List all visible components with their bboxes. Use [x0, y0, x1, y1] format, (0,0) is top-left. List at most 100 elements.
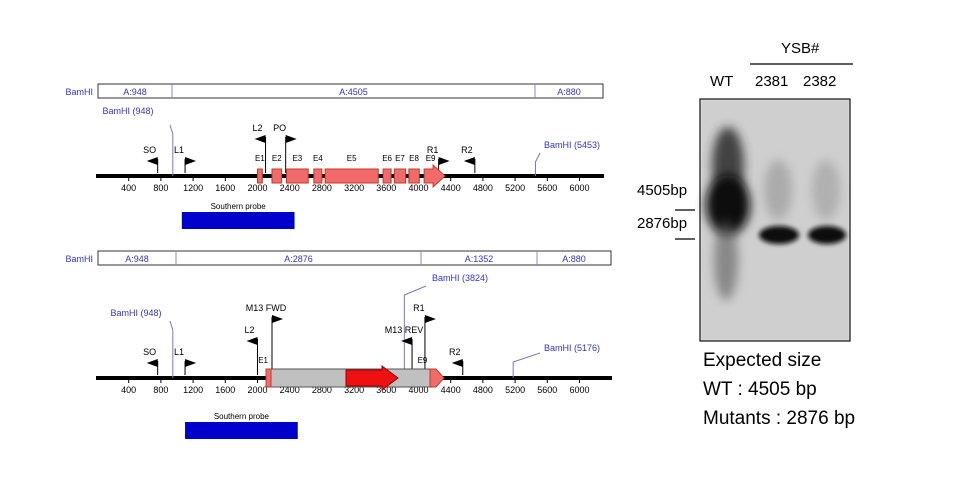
axis-tick-label: 3600 [376, 385, 396, 395]
exon-label: E8 [409, 154, 419, 163]
axis-tick-label: 4800 [473, 183, 493, 193]
axis-tick-label: 6000 [569, 385, 589, 395]
lane-2382-smear [812, 160, 840, 220]
fragment-label-bamhi: BamHI [65, 87, 93, 97]
axis-tick-label: 1600 [215, 183, 235, 193]
primer-arrow [146, 157, 158, 165]
exon-label: E9 [418, 356, 428, 365]
bamhi-site-leader [403, 285, 427, 378]
wt-lane-tail [714, 220, 738, 300]
fragment-bar [97, 250, 612, 266]
primer-label: SO [143, 145, 156, 155]
axis-tick-label: 1600 [215, 385, 235, 395]
exon-box [313, 168, 323, 184]
fragment-label: A:4505 [339, 87, 368, 97]
axis-tick-label: 400 [121, 183, 136, 193]
fragment-label: A:880 [557, 87, 581, 97]
axis-tick-label: 3200 [344, 385, 364, 395]
axis-tick-label: 2000 [247, 385, 267, 395]
probe-label: Southern probe [214, 412, 270, 421]
primer-label: M13 FWD [246, 303, 287, 313]
lane-label-2382: 2382 [803, 73, 837, 90]
primer-label: PO [273, 123, 286, 133]
bamhi-site-leader [512, 352, 541, 378]
lane-label-wt: WT [710, 73, 734, 90]
exon-label: E3 [292, 154, 302, 163]
wt-band-4505 [706, 175, 750, 235]
axis-tick-label: 5600 [537, 385, 557, 395]
primer-label: L2 [244, 325, 254, 335]
probe-label: Southern probe [211, 202, 267, 211]
axis-tick-label: 4400 [441, 183, 461, 193]
axis-tick-label: 4800 [473, 385, 493, 395]
bamhi-site-label: BamHI (5176) [544, 343, 600, 353]
marker-label-4505: 4505bp [637, 182, 688, 199]
primer-arrow [271, 315, 283, 323]
exon-box [257, 168, 263, 184]
bamhi-site-label: BamHI (948) [110, 308, 161, 318]
exon-box [408, 168, 420, 184]
bamhi-site-leader [534, 152, 541, 176]
southern-blot-gel [675, 63, 853, 342]
bamhi-site-label: BamHI (948) [102, 106, 153, 116]
lane-label-2381: 2381 [755, 73, 789, 90]
fragment-label: A:2876 [284, 254, 313, 264]
axis-tick-label: 5200 [505, 385, 525, 395]
primer-label: M13 REV [385, 325, 424, 335]
exon9-arrow [429, 368, 445, 388]
axis-tick-label: 800 [153, 385, 168, 395]
exon-label: E9 [426, 154, 436, 163]
axis-tick-label: 3600 [376, 183, 396, 193]
exon-label: E6 [382, 154, 392, 163]
fragment-label: A:948 [123, 87, 147, 97]
primer-arrow [254, 135, 266, 143]
primer-arrow [424, 315, 436, 323]
caption-mutants: Mutants : 2876 bp [703, 408, 856, 429]
exon-box [271, 168, 283, 184]
lane-2381-smear [764, 160, 792, 220]
axis-tick-label: 5200 [505, 183, 525, 193]
exon-label: E4 [313, 154, 323, 163]
exon-arrow [423, 163, 446, 189]
primer-label: L1 [174, 145, 184, 155]
primer-arrow [146, 359, 158, 367]
axis-tick-label: 6000 [569, 183, 589, 193]
axis-tick-label: 2400 [280, 385, 300, 395]
axis-tick-label: 1200 [183, 385, 203, 395]
exon-box [382, 168, 392, 184]
axis-tick-label: 2400 [280, 183, 300, 193]
axis-tick-label: 2800 [312, 385, 332, 395]
fragment-label: A:1352 [465, 254, 494, 264]
primer-arrow [285, 135, 297, 143]
fragment-bar [97, 83, 604, 99]
southern-probe-bar [181, 212, 295, 229]
primer-label: SO [143, 347, 156, 357]
primer-arrow [463, 157, 475, 165]
fragment-label: A:948 [125, 254, 149, 264]
primer-label: L2 [253, 123, 263, 133]
axis-tick-label: 800 [153, 183, 168, 193]
primer-label: R2 [461, 145, 473, 155]
exon-label: E1 [255, 154, 265, 163]
caption-wt: WT : 4505 bp [703, 379, 817, 400]
exon-label: E2 [272, 154, 282, 163]
bamhi-site-leader [169, 320, 174, 378]
primer-arrow [438, 157, 450, 165]
primer-label: R1 [413, 303, 425, 313]
bamhi-site-leader [169, 124, 174, 176]
axis-tick-label: 5600 [537, 183, 557, 193]
marker-label-2876: 2876bp [637, 215, 688, 232]
bamhi-site-label: BamHI (5453) [544, 140, 600, 150]
exon-box [393, 168, 407, 184]
axis-tick-label: 4000 [408, 385, 428, 395]
exon-box [324, 168, 379, 184]
ysb-header: YSB# [781, 40, 820, 57]
bamhi-site-label: BamHI (3824) [432, 273, 488, 283]
axis-tick-label: 4400 [441, 385, 461, 395]
primer-arrow [185, 157, 197, 165]
exon1-remnant [265, 368, 272, 388]
exon-label: E5 [347, 154, 357, 163]
axis-tick-label: 1200 [183, 183, 203, 193]
